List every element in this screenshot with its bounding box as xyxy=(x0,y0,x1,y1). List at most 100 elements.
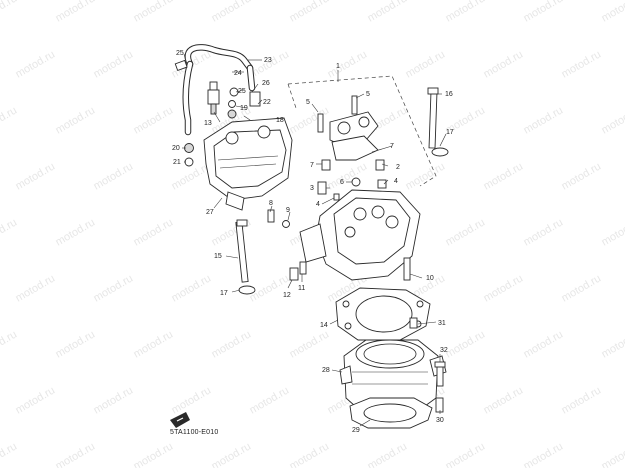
callout-4: 4 xyxy=(394,178,398,185)
callout-5: 5 xyxy=(306,99,310,106)
callout-7: 7 xyxy=(310,162,314,169)
watermark-text: motod.ru xyxy=(522,0,566,25)
callout-13: 13 xyxy=(204,120,212,127)
watermark-text: motod.ru xyxy=(444,216,488,248)
callout-14: 14 xyxy=(320,322,328,329)
watermark-text: motod.ru xyxy=(0,104,19,136)
watermark-text: motod.ru xyxy=(248,384,292,416)
watermark-text: motod.ru xyxy=(522,440,566,468)
watermark-text: motod.ru xyxy=(132,0,176,25)
stud-bolts xyxy=(235,87,449,295)
callout-labels: 25 23 24 25 26 22 19 13 18 20 21 27 8 9 … xyxy=(172,50,454,434)
oil-check-bolt xyxy=(227,87,261,119)
leader-lines xyxy=(182,53,447,427)
callout-31: 31 xyxy=(438,320,446,327)
watermark-text: motod.ru xyxy=(170,272,214,304)
callout-2: 2 xyxy=(396,164,400,171)
watermark-text: motod.ru xyxy=(210,328,254,360)
callout-17: 17 xyxy=(220,290,228,297)
callout-24: 24 xyxy=(234,70,242,77)
watermark-text: motod.ru xyxy=(14,272,58,304)
watermark-text: motod.ru xyxy=(132,216,176,248)
watermark-text: motod.ru xyxy=(522,104,566,136)
watermark-text: motod.ru xyxy=(560,48,604,80)
watermark-text: motod.ru xyxy=(0,216,19,248)
callout-6: 6 xyxy=(340,179,344,186)
callout-25: 25 xyxy=(176,50,184,57)
watermark-text: motod.ru xyxy=(0,328,19,360)
head-gasket xyxy=(335,287,431,341)
callout-9: 9 xyxy=(286,207,290,214)
callout-28: 28 xyxy=(322,367,330,374)
watermark-text: motod.ru xyxy=(170,384,214,416)
watermark-text: motod.ru xyxy=(92,160,136,192)
watermark-text: motod.ru xyxy=(54,0,98,25)
callout-20: 20 xyxy=(172,145,180,152)
watermark-text: motod.ru xyxy=(522,216,566,248)
watermark-text: motod.ru xyxy=(482,48,526,80)
callout-19: 19 xyxy=(240,105,248,112)
assembly-bracket xyxy=(287,75,437,187)
cylinder-head-cover xyxy=(203,117,293,211)
watermark-text: motod.ru xyxy=(14,160,58,192)
callout-10: 10 xyxy=(426,275,434,282)
dowel-31 xyxy=(409,317,418,329)
callout-5: 5 xyxy=(366,91,370,98)
watermark-text: motod.ru xyxy=(288,104,332,136)
callout-26: 26 xyxy=(262,80,270,87)
watermark-text: motod.ru xyxy=(404,160,448,192)
watermark-text: motod.ru xyxy=(132,104,176,136)
watermark-text: motod.ru xyxy=(288,328,332,360)
callout-15: 15 xyxy=(214,253,222,260)
watermark-text: motod.ru xyxy=(210,0,254,25)
watermark-text: motod.ru xyxy=(444,0,488,25)
callout-30: 30 xyxy=(436,417,444,424)
watermark-text: motod.ru xyxy=(482,160,526,192)
watermark-text: motod.ru xyxy=(54,328,98,360)
callout-11: 11 xyxy=(298,285,305,292)
watermark-text: motod.ru xyxy=(600,0,625,25)
watermark-text: motod.ru xyxy=(600,104,625,136)
watermark-text: motod.ru xyxy=(600,328,625,360)
callout-18: 18 xyxy=(276,117,284,124)
watermark-text: motod.ru xyxy=(0,0,19,25)
callout-3: 3 xyxy=(310,185,314,192)
watermark-text: motod.ru xyxy=(444,328,488,360)
watermark-text: motod.ru xyxy=(326,48,370,80)
watermark-text: motod.ru xyxy=(54,440,98,468)
callout-7: 7 xyxy=(390,143,394,150)
watermark-text: motod.ru xyxy=(54,104,98,136)
watermark-text: motod.ru xyxy=(92,384,136,416)
callout-27: 27 xyxy=(206,209,214,216)
watermark-text: motod.ru xyxy=(14,48,58,80)
cylinder-block xyxy=(339,339,447,415)
watermark-text: motod.ru xyxy=(288,0,332,25)
watermark-text: motod.ru xyxy=(444,440,488,468)
callout-16: 16 xyxy=(445,91,453,98)
base-gasket xyxy=(349,397,433,429)
watermark-text: motod.ru xyxy=(210,440,254,468)
watermark-text: motod.ru xyxy=(92,272,136,304)
cover-bolts xyxy=(184,143,194,167)
watermark-text: motod.ru xyxy=(14,384,58,416)
diagram-code: 5TA1100-E010 xyxy=(170,429,219,436)
watermark-text: motod.ru xyxy=(92,48,136,80)
callout-4: 4 xyxy=(316,201,320,208)
watermark-text: motod.ru xyxy=(560,160,604,192)
watermark-text: motod.ru xyxy=(132,440,176,468)
callout-29: 29 xyxy=(352,427,360,434)
spark-plug xyxy=(207,81,220,115)
callout-22: 22 xyxy=(263,99,271,106)
callout-25: 25 xyxy=(238,88,246,95)
callout-21: 21 xyxy=(173,159,181,166)
watermark-text: motod.ru xyxy=(600,216,625,248)
callout-12: 12 xyxy=(283,292,291,299)
watermark-text: motod.ru xyxy=(522,328,566,360)
watermark-text: motod.ru xyxy=(366,440,410,468)
watermark-text: motod.ru xyxy=(482,272,526,304)
watermark-text: motod.ru xyxy=(482,384,526,416)
fwd-arrow-icon xyxy=(170,412,190,428)
callout-32: 32 xyxy=(440,347,448,354)
